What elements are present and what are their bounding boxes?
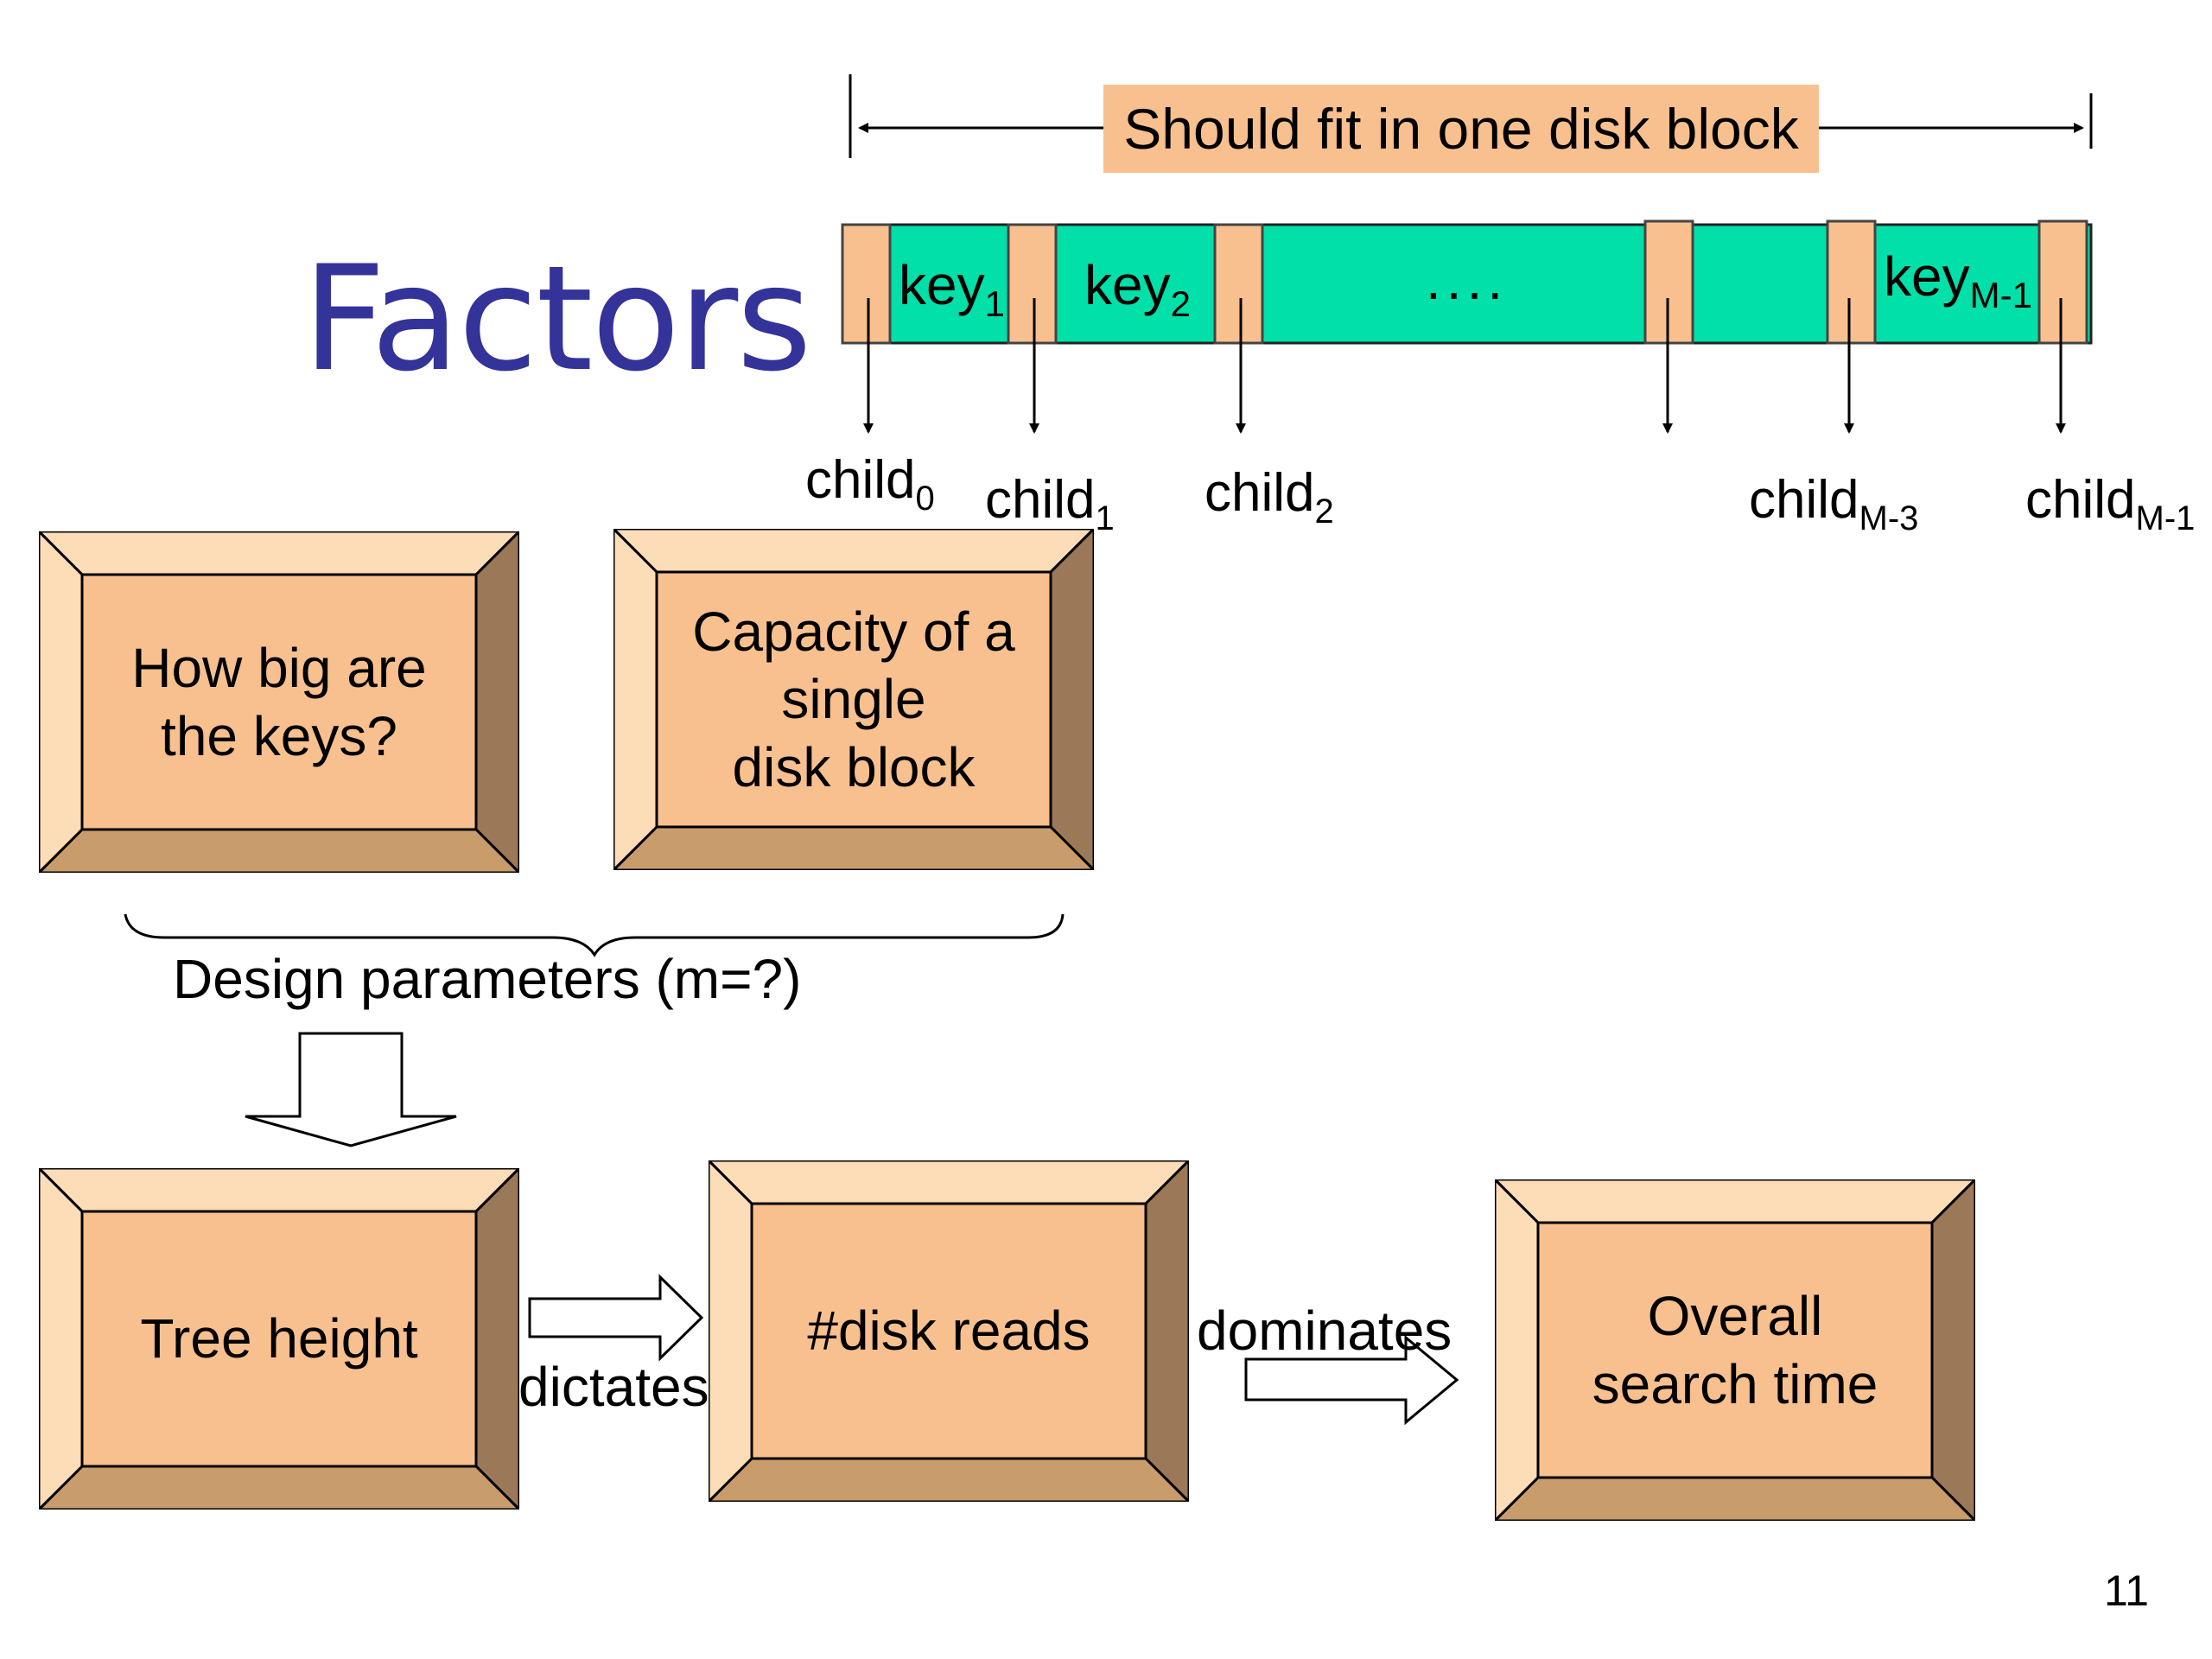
page-number: 11 [2104, 1567, 2149, 1615]
down-arrow-icon [245, 1032, 457, 1147]
curly-brace [124, 913, 1065, 957]
design-parameters-label: Design parameters (m=?) [173, 948, 802, 1010]
box-line: Overall [1647, 1285, 1823, 1348]
pointer-slot [1007, 223, 1058, 345]
key-m-1-label: keyM-1 [1884, 245, 2032, 315]
disk-reads-box: #disk reads [709, 1160, 1189, 1502]
box-line: search time [1592, 1352, 1878, 1415]
child-2-label: child2 [1205, 463, 1334, 531]
pointer-slot [2037, 219, 2088, 345]
pointer-slot [1213, 223, 1264, 345]
dictates-label: dictates [518, 1356, 709, 1418]
box-line: Capacity of a [692, 601, 1015, 664]
box-line: #disk reads [807, 1300, 1090, 1363]
fit-in-block-label: Should fit in one disk block [1103, 85, 1819, 173]
ellipsis-label: .... [1426, 249, 1509, 311]
dominates-label: dominates [1197, 1300, 1452, 1362]
key-2-label: key2 [1084, 254, 1191, 324]
key-1-label: key1 [899, 254, 1005, 324]
page-title: Factors [302, 234, 812, 404]
box-line: How big are [131, 637, 427, 700]
child-0-label: child0 [805, 450, 935, 518]
pointer-slot [841, 223, 892, 345]
pointer-slot [1826, 219, 1877, 345]
box-line: single [781, 668, 926, 731]
tree-height-box: Tree height [39, 1168, 519, 1510]
box-line: Tree height [140, 1307, 418, 1370]
child-m-1-label: childM-1 [2025, 470, 2196, 537]
box-line: the keys? [161, 704, 397, 767]
btree-node [841, 219, 2093, 345]
box-line: disk block [732, 735, 976, 798]
right-arrow-icon [1244, 1334, 1459, 1426]
child-m-3-label: childM-3 [1749, 470, 1919, 537]
right-arrow-icon [528, 1274, 704, 1362]
child-1-label: child1 [985, 470, 1115, 537]
